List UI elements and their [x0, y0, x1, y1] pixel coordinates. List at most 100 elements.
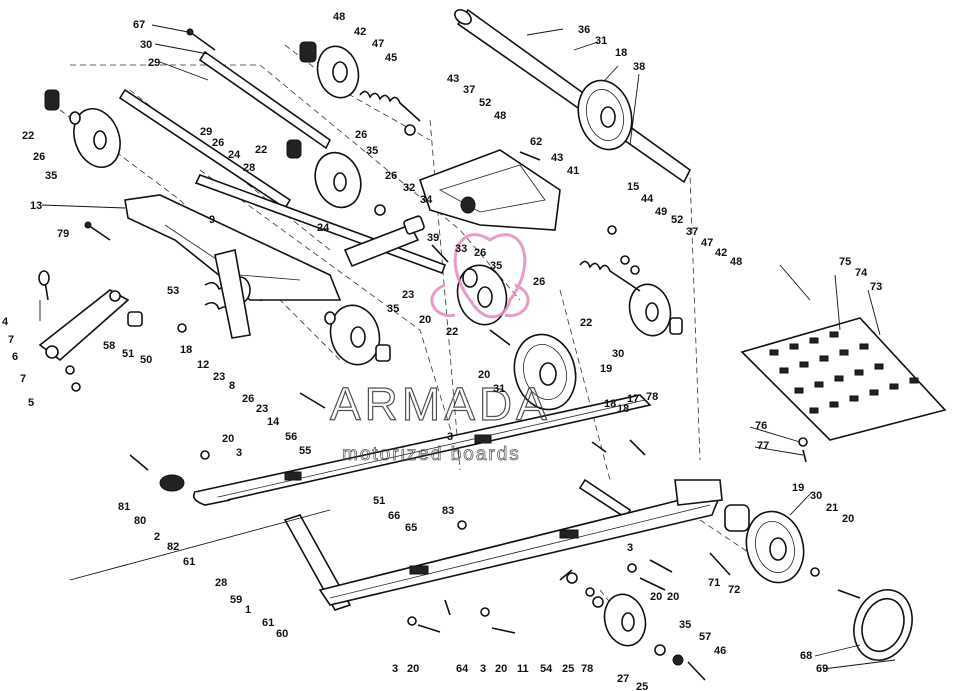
callout-36: 36: [578, 24, 590, 36]
callout-18c: 18: [617, 403, 629, 415]
callout-2: 2: [154, 531, 160, 543]
callout-65: 65: [405, 522, 417, 534]
callout-6: 6: [12, 351, 18, 363]
slide-rail-lower: [318, 479, 723, 606]
callout-76: 76: [755, 420, 767, 432]
callout-8: 8: [229, 380, 235, 392]
callout-32: 32: [403, 182, 415, 194]
callout-17: 17: [627, 393, 639, 405]
wheel-30-rear: [724, 504, 805, 584]
callouts: 67 30 29 48 42 47 45 36 31 18 38 43 37 5…: [2, 11, 882, 691]
callout-74: 74: [855, 267, 868, 279]
rear-arm-assembly: [418, 149, 561, 231]
ring-68: [853, 589, 913, 661]
watermark-brand: ARMADA: [330, 378, 551, 430]
callout-20b: 20: [478, 369, 490, 381]
callout-57: 57: [699, 631, 711, 643]
callout-49: 49: [655, 206, 667, 218]
callout-3e: 3: [447, 431, 453, 443]
callout-41: 41: [567, 165, 579, 177]
callout-26c: 26: [355, 129, 367, 141]
callout-3b: 3: [627, 542, 633, 554]
callout-20d: 20: [842, 513, 854, 525]
callout-62: 62: [530, 136, 542, 148]
callout-35e: 35: [679, 619, 691, 631]
shaft-18: [578, 478, 632, 520]
wheel-35-center: [286, 139, 362, 209]
callout-82: 82: [167, 541, 179, 553]
callout-53: 53: [167, 285, 179, 297]
callout-24: 24: [228, 149, 241, 161]
shock-cylinder-39: [343, 215, 425, 268]
callout-43: 43: [447, 73, 459, 85]
callout-20g: 20: [407, 663, 419, 675]
callout-66: 66: [388, 510, 400, 522]
wheel-42-right: [628, 283, 683, 337]
slide-rail-upper: [192, 394, 652, 506]
watermark-logo-icon: [430, 233, 530, 319]
callout-21: 21: [826, 502, 838, 514]
callout-50: 50: [140, 354, 152, 366]
callout-3c: 3: [392, 663, 398, 675]
callout-60: 60: [276, 628, 288, 640]
wheel-35-bottom: [603, 593, 647, 647]
callout-20: 20: [419, 314, 431, 326]
callout-61b: 61: [262, 617, 274, 629]
callout-26b: 26: [212, 137, 224, 149]
wheel-35-lower-left: [324, 304, 391, 366]
wheel-35-left: [44, 89, 121, 168]
callout-7: 7: [8, 334, 14, 346]
callout-13: 13: [30, 200, 42, 212]
spring-45-right: [579, 260, 641, 292]
callout-23c: 23: [256, 403, 268, 415]
callout-22b: 22: [255, 144, 267, 156]
callout-19b: 19: [792, 482, 804, 494]
front-arm-assembly: [124, 194, 342, 339]
callout-78: 78: [646, 391, 658, 403]
callout-75: 75: [839, 256, 851, 268]
callout-35d: 35: [387, 303, 399, 315]
callout-72: 72: [728, 584, 740, 596]
wheel-18-drive: [577, 79, 633, 151]
wheel-30-center: [513, 333, 577, 411]
callout-81: 81: [118, 501, 130, 513]
callout-26e: 26: [474, 247, 486, 259]
callout-77: 77: [757, 440, 769, 452]
callout-20c: 20: [222, 433, 234, 445]
callout-35: 35: [45, 170, 57, 182]
callout-34: 34: [420, 194, 433, 206]
spring-45-upper: [359, 90, 421, 122]
callout-68: 68: [800, 650, 812, 662]
callout-28b: 28: [215, 577, 227, 589]
callout-38: 38: [633, 61, 645, 73]
callout-5: 5: [28, 397, 34, 409]
callout-69: 69: [816, 663, 828, 675]
callout-30: 30: [140, 39, 152, 51]
callout-64: 64: [456, 663, 469, 675]
callout-30b: 30: [612, 348, 624, 360]
callout-22c: 22: [580, 317, 592, 329]
callout-61: 61: [183, 556, 195, 568]
wheel-35-mid: [456, 264, 508, 326]
callout-51b: 51: [373, 495, 385, 507]
callout-9: 9: [209, 214, 215, 226]
callout-35c: 35: [490, 260, 502, 272]
callout-44: 44: [641, 193, 654, 205]
callout-26: 26: [33, 151, 45, 163]
callout-29: 29: [148, 57, 160, 69]
hardware: [38, 28, 861, 681]
callout-26g: 26: [242, 393, 254, 405]
callout-48c: 48: [730, 256, 742, 268]
shafts: [118, 8, 692, 611]
callout-52: 52: [479, 97, 491, 109]
callout-58: 58: [103, 340, 115, 352]
callout-55: 55: [299, 445, 311, 457]
callout-1: 1: [245, 604, 251, 616]
callout-20e: 20: [667, 591, 679, 603]
callout-42b: 42: [715, 247, 727, 259]
callout-31b: 31: [493, 383, 505, 395]
callout-39: 39: [427, 232, 439, 244]
callout-18b: 18: [604, 398, 616, 410]
callout-47: 47: [372, 38, 384, 50]
callout-3d: 3: [480, 663, 486, 675]
